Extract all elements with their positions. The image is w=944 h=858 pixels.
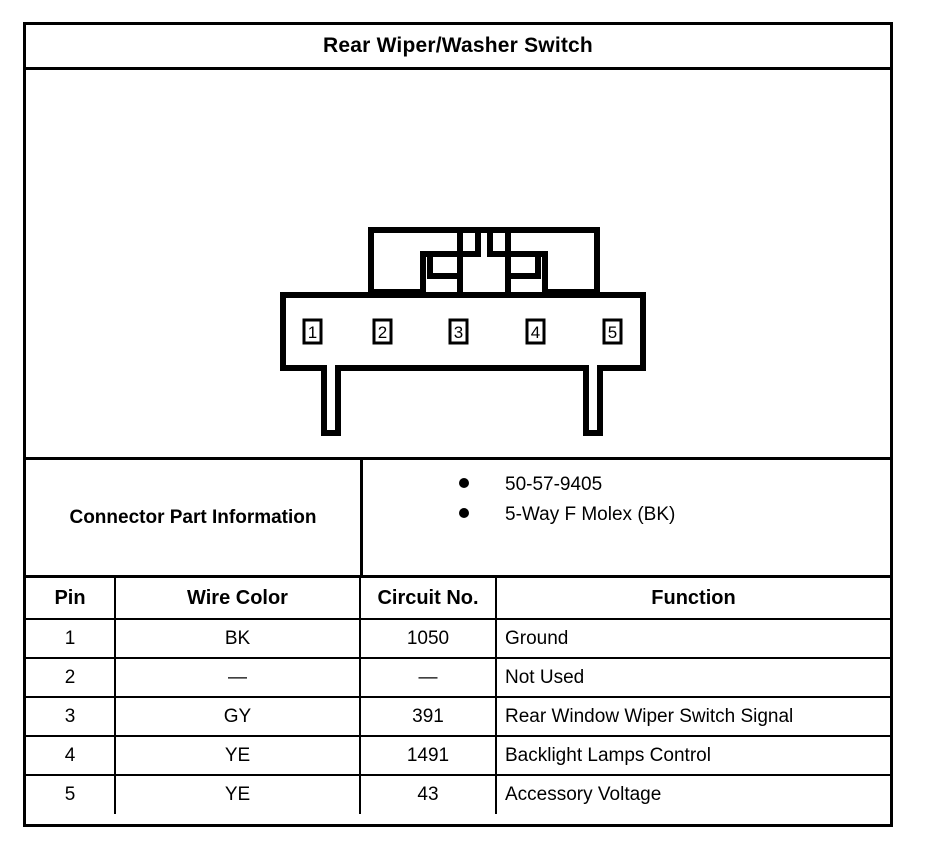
table-row: 4 YE 1491 Backlight Lamps Control — [26, 735, 890, 776]
pin-number-2: 2 — [378, 323, 387, 342]
bullet-icon — [459, 508, 469, 518]
cell-function: Backlight Lamps Control — [495, 735, 890, 776]
connector-part-information-row: Connector Part Information 50-57-9405 5-… — [26, 460, 890, 578]
part-info-list: 50-57-9405 5-Way F Molex (BK) — [363, 460, 890, 575]
column-header-wire-color: Wire Color — [114, 578, 361, 620]
pin-cavity-5 — [602, 318, 623, 345]
cell-circuit-no: 43 — [359, 774, 497, 814]
cell-function: Not Used — [495, 657, 890, 698]
table-row: 3 GY 391 Rear Window Wiper Switch Signal — [26, 696, 890, 737]
column-header-function: Function — [495, 578, 890, 620]
cell-circuit-no: 1491 — [359, 735, 497, 776]
connector-diagram-panel: 1 2 3 4 5 — [26, 70, 890, 460]
pin-number-4: 4 — [531, 323, 540, 342]
table-row: 1 BK 1050 Ground — [26, 618, 890, 659]
table-row: 5 YE 43 Accessory Voltage — [26, 774, 890, 814]
table-header-row: Pin Wire Color Circuit No. Function — [26, 578, 890, 620]
latch-center-post — [457, 227, 511, 292]
latch-center-wing-left — [427, 251, 460, 279]
bullet-icon — [459, 478, 469, 488]
cell-circuit-no: 391 — [359, 696, 497, 737]
cell-circuit-no: — — [359, 657, 497, 698]
cell-function: Rear Window Wiper Switch Signal — [495, 696, 890, 737]
column-header-pin: Pin — [26, 578, 116, 620]
latch-center-wing-right — [508, 251, 541, 279]
cell-wire-color: GY — [114, 696, 361, 737]
cell-pin: 5 — [26, 774, 116, 814]
cell-pin: 2 — [26, 657, 116, 698]
pin-number-1: 1 — [308, 323, 317, 342]
pin-cavity-group — [302, 318, 623, 345]
column-header-circuit-no: Circuit No. — [359, 578, 497, 620]
list-item: 50-57-9405 — [363, 474, 890, 496]
cell-function: Accessory Voltage — [495, 774, 890, 814]
page-title: Rear Wiper/Washer Switch — [323, 34, 593, 57]
connector-type-text: 5-Way F Molex (BK) — [505, 504, 676, 525]
cell-circuit-no: 1050 — [359, 618, 497, 659]
pin-cavity-3 — [448, 318, 469, 345]
connector-face-view-icon: 1 2 3 4 5 — [280, 227, 646, 436]
cell-pin: 4 — [26, 735, 116, 776]
cell-function: Ground — [495, 618, 890, 659]
pin-cavity-2 — [372, 318, 393, 345]
cell-wire-color: BK — [114, 618, 361, 659]
cell-wire-color: YE — [114, 774, 361, 814]
connector-body-outline — [280, 292, 646, 436]
cell-wire-color: YE — [114, 735, 361, 776]
cell-wire-color: — — [114, 657, 361, 698]
pin-cavity-1 — [302, 318, 323, 345]
pin-assignment-table: Pin Wire Color Circuit No. Function 1 BK… — [26, 578, 890, 814]
connector-datasheet: Rear Wiper/Washer Switch — [23, 22, 893, 827]
cell-pin: 3 — [26, 696, 116, 737]
pin-number-5: 5 — [608, 323, 617, 342]
list-item: 5-Way F Molex (BK) — [363, 504, 890, 526]
cell-pin: 1 — [26, 618, 116, 659]
pin-number-3: 3 — [454, 323, 463, 342]
title-bar: Rear Wiper/Washer Switch — [26, 25, 890, 70]
table-row: 2 — — Not Used — [26, 657, 890, 698]
part-number-text: 50-57-9405 — [505, 474, 603, 495]
part-info-label: Connector Part Information — [26, 460, 363, 575]
pin-cavity-4 — [525, 318, 546, 345]
